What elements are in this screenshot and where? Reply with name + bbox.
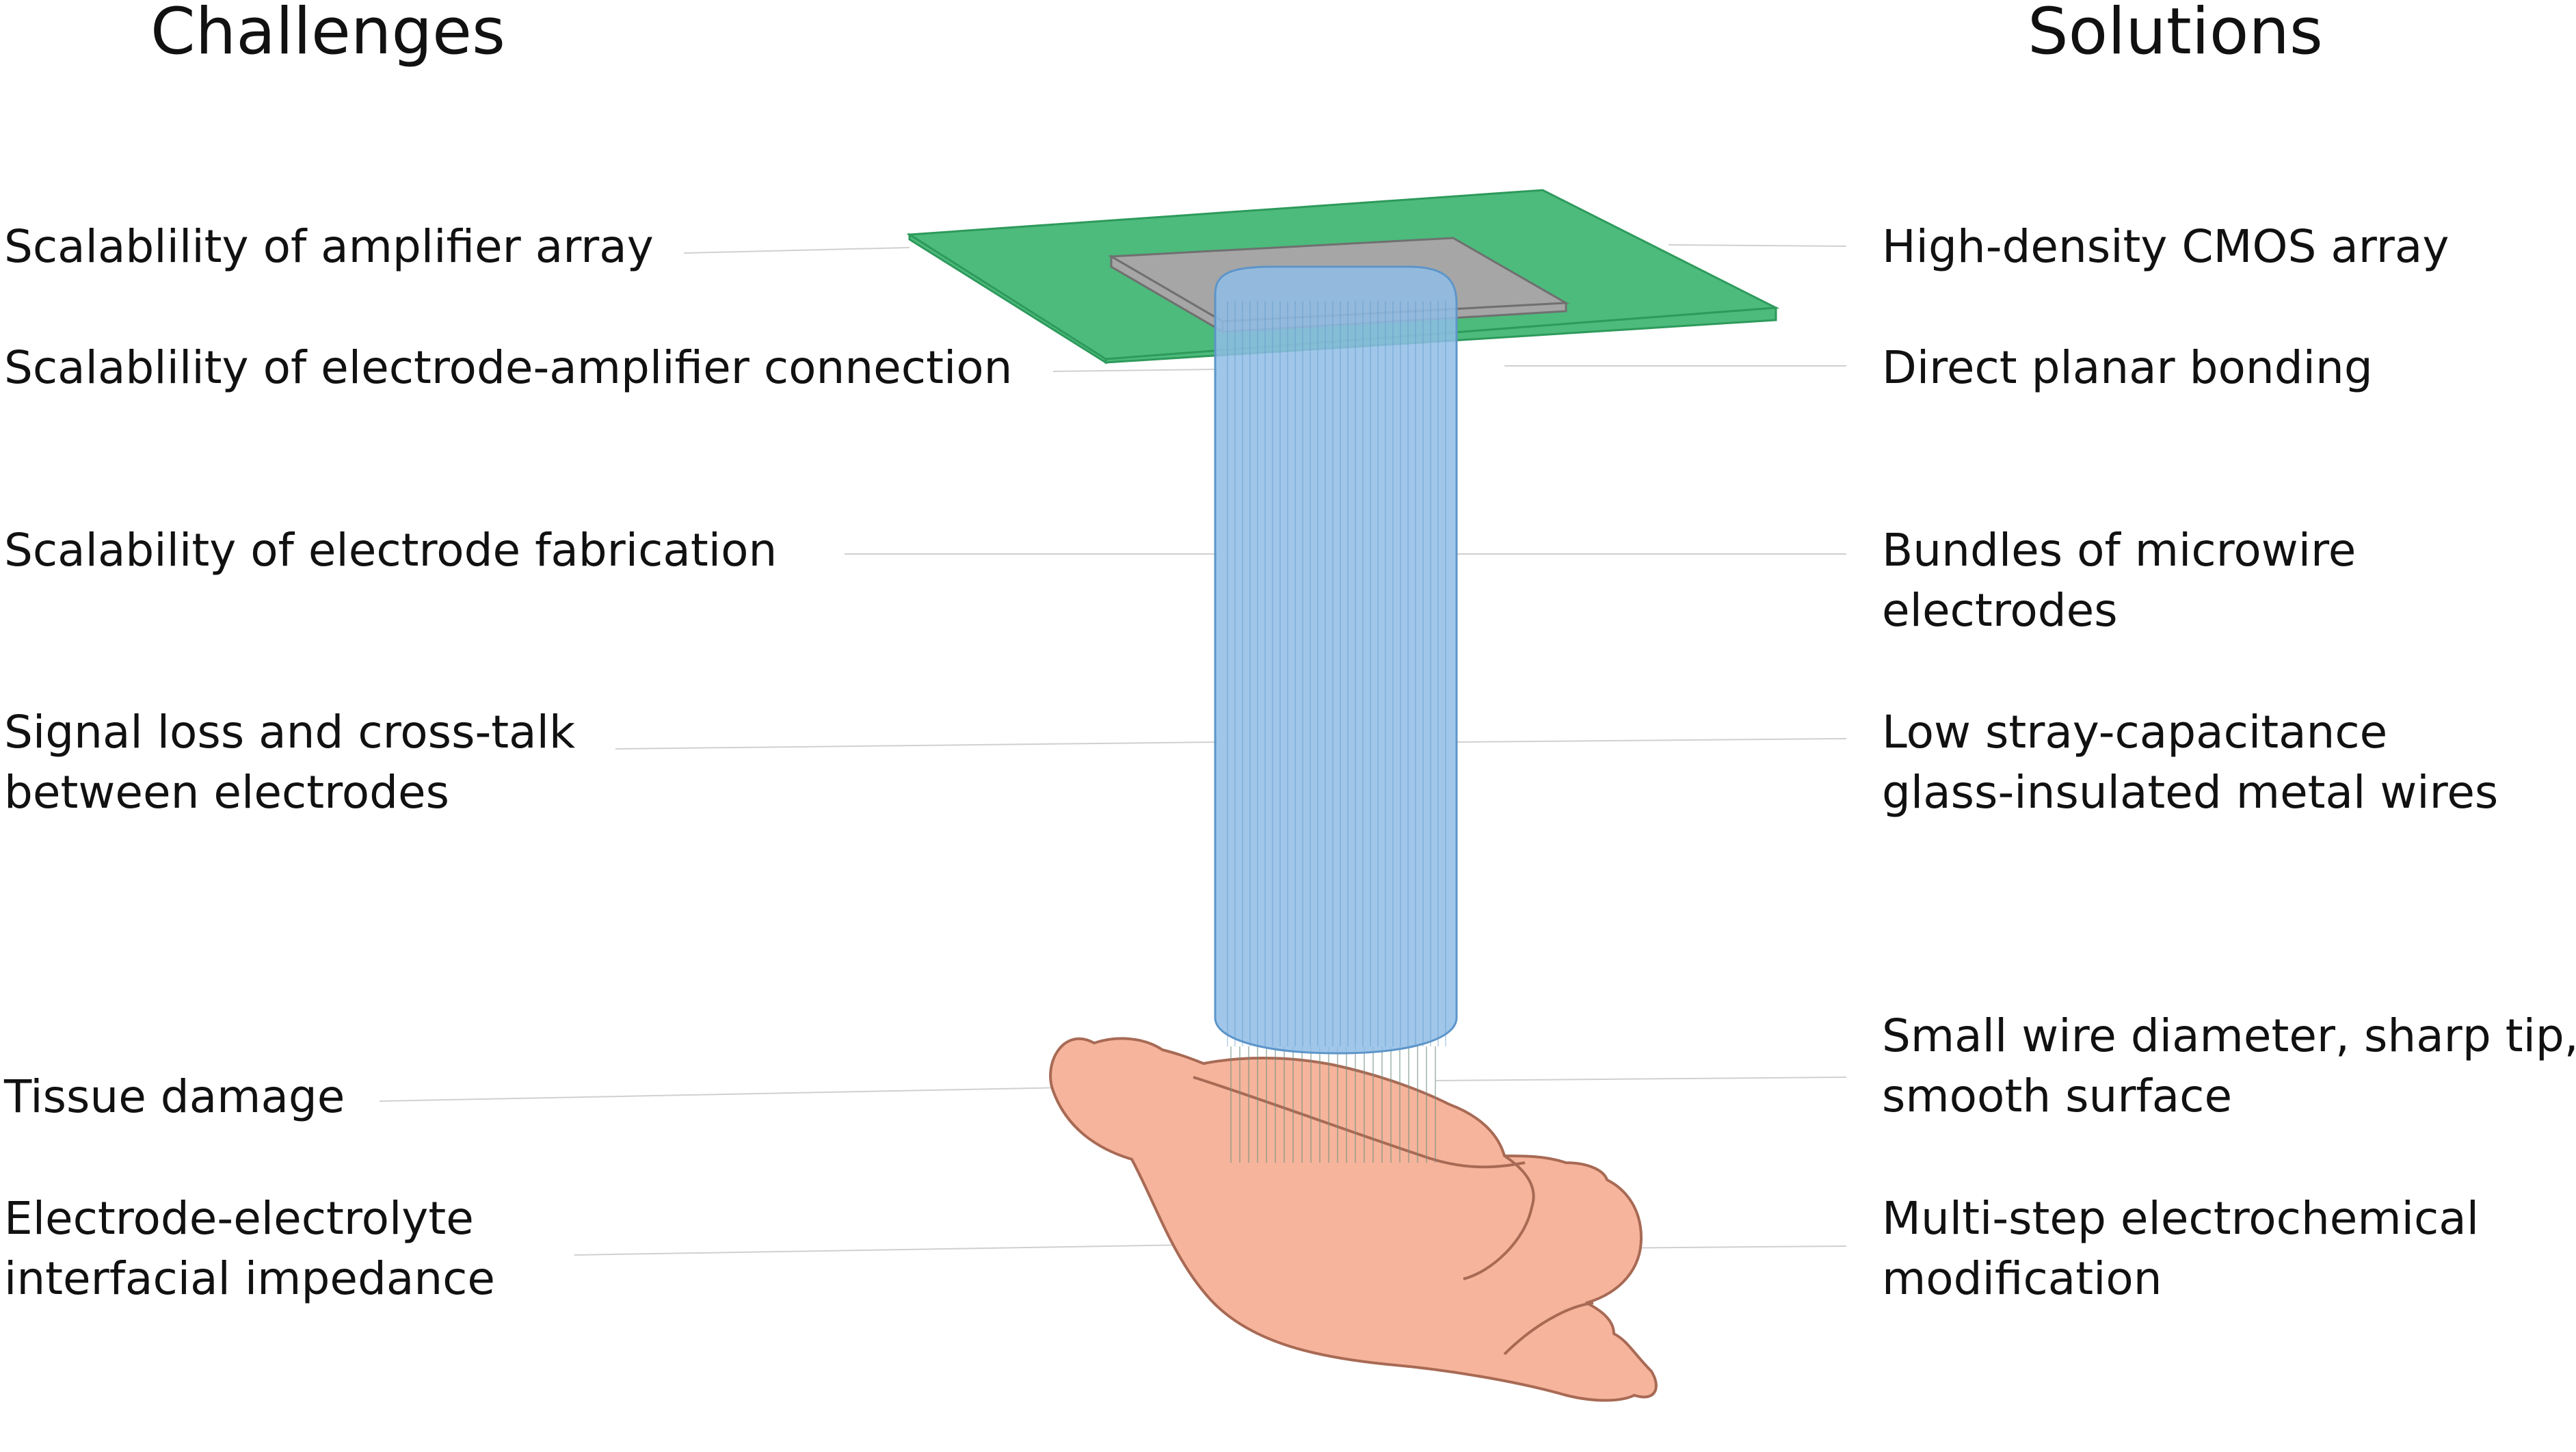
leader-line-crosstalk-right (1456, 738, 1847, 743)
leader-line-crosstalk-left (615, 741, 1218, 750)
challenge-interfacial-impedance: Electrode-electrolyte interfacial impeda… (4, 1189, 495, 1309)
brain-outline (1049, 1037, 1658, 1402)
challenge-tissue-damage: Tissue damage (4, 1067, 345, 1127)
challenge-line: Scalability of electrode fabrication (4, 524, 778, 577)
solution-line: glass-insulated metal wires (1882, 766, 2499, 819)
solution-line: electrodes (1882, 584, 2118, 637)
bundle-body (1214, 265, 1458, 1055)
challenge-electrode-amplifier-connection: Scalablility of electrode-amplifier conn… (4, 338, 1013, 398)
brain-cerebellum-line (1463, 1154, 1535, 1280)
mouse-brain-icon (1049, 1037, 1658, 1402)
solution-line: Small wire diameter, sharp tip, (1882, 1009, 2576, 1062)
bundle-wires (1227, 301, 1446, 1046)
challenge-signal-loss: Signal loss and cross-talk between elect… (4, 702, 575, 823)
solution-direct-planar-bonding: Direct planar bonding (1882, 338, 2373, 398)
solution-line: High-density CMOS array (1882, 220, 2449, 273)
challenge-electrode-fabrication: Scalability of electrode fabrication (4, 520, 777, 581)
solution-line: Multi-step electrochemical (1882, 1192, 2480, 1245)
solution-microwire-bundles: Bundles of microwire electrodes (1882, 520, 2356, 641)
solution-glass-insulated-wires: Low stray-capacitance glass-insulated me… (1882, 702, 2498, 823)
leader-line-amplifier-left (683, 247, 910, 254)
brain-hemisphere-line (1193, 1076, 1526, 1169)
leader-line-tissue-right (1435, 1077, 1847, 1081)
microwire-bundle-icon (1214, 265, 1458, 1055)
wire-tips (1230, 1046, 1436, 1163)
leader-line-impedance-left (574, 1244, 1191, 1256)
solution-line: Bundles of microwire (1882, 524, 2356, 577)
challenge-line: Electrode-electrolyte (4, 1192, 474, 1245)
leader-line-amplifier-right (1668, 244, 1847, 247)
solution-line: modification (1882, 1252, 2162, 1305)
challenge-line: Tissue damage (4, 1070, 345, 1123)
challenge-amplifier-array: Scalablility of amplifier array (4, 217, 654, 277)
challenge-line: Scalablility of amplifier array (4, 220, 654, 273)
solution-line: smooth surface (1882, 1070, 2233, 1122)
leader-line-connection-left (1052, 369, 1218, 372)
solution-electrochemical-modification: Multi-step electrochemical modification (1882, 1189, 2479, 1309)
solution-cmos-array: High-density CMOS array (1882, 217, 2449, 277)
leader-line-tissue-left (379, 1087, 1067, 1102)
solutions-heading: Solutions (2028, 0, 2323, 69)
solution-line: Direct planar bonding (1882, 341, 2373, 394)
solution-line: Low stray-capacitance (1882, 706, 2388, 758)
challenge-line: interfacial impedance (4, 1252, 496, 1305)
challenge-line: Signal loss and cross-talk (4, 706, 576, 758)
challenge-line: between electrodes (4, 766, 450, 819)
challenge-line: Scalablility of electrode-amplifier conn… (4, 341, 1013, 394)
solution-small-wire-diameter: Small wire diameter, sharp tip, smooth s… (1882, 1006, 2576, 1126)
challenges-heading: Challenges (150, 0, 505, 69)
brain-stem-line (1503, 1302, 1594, 1356)
